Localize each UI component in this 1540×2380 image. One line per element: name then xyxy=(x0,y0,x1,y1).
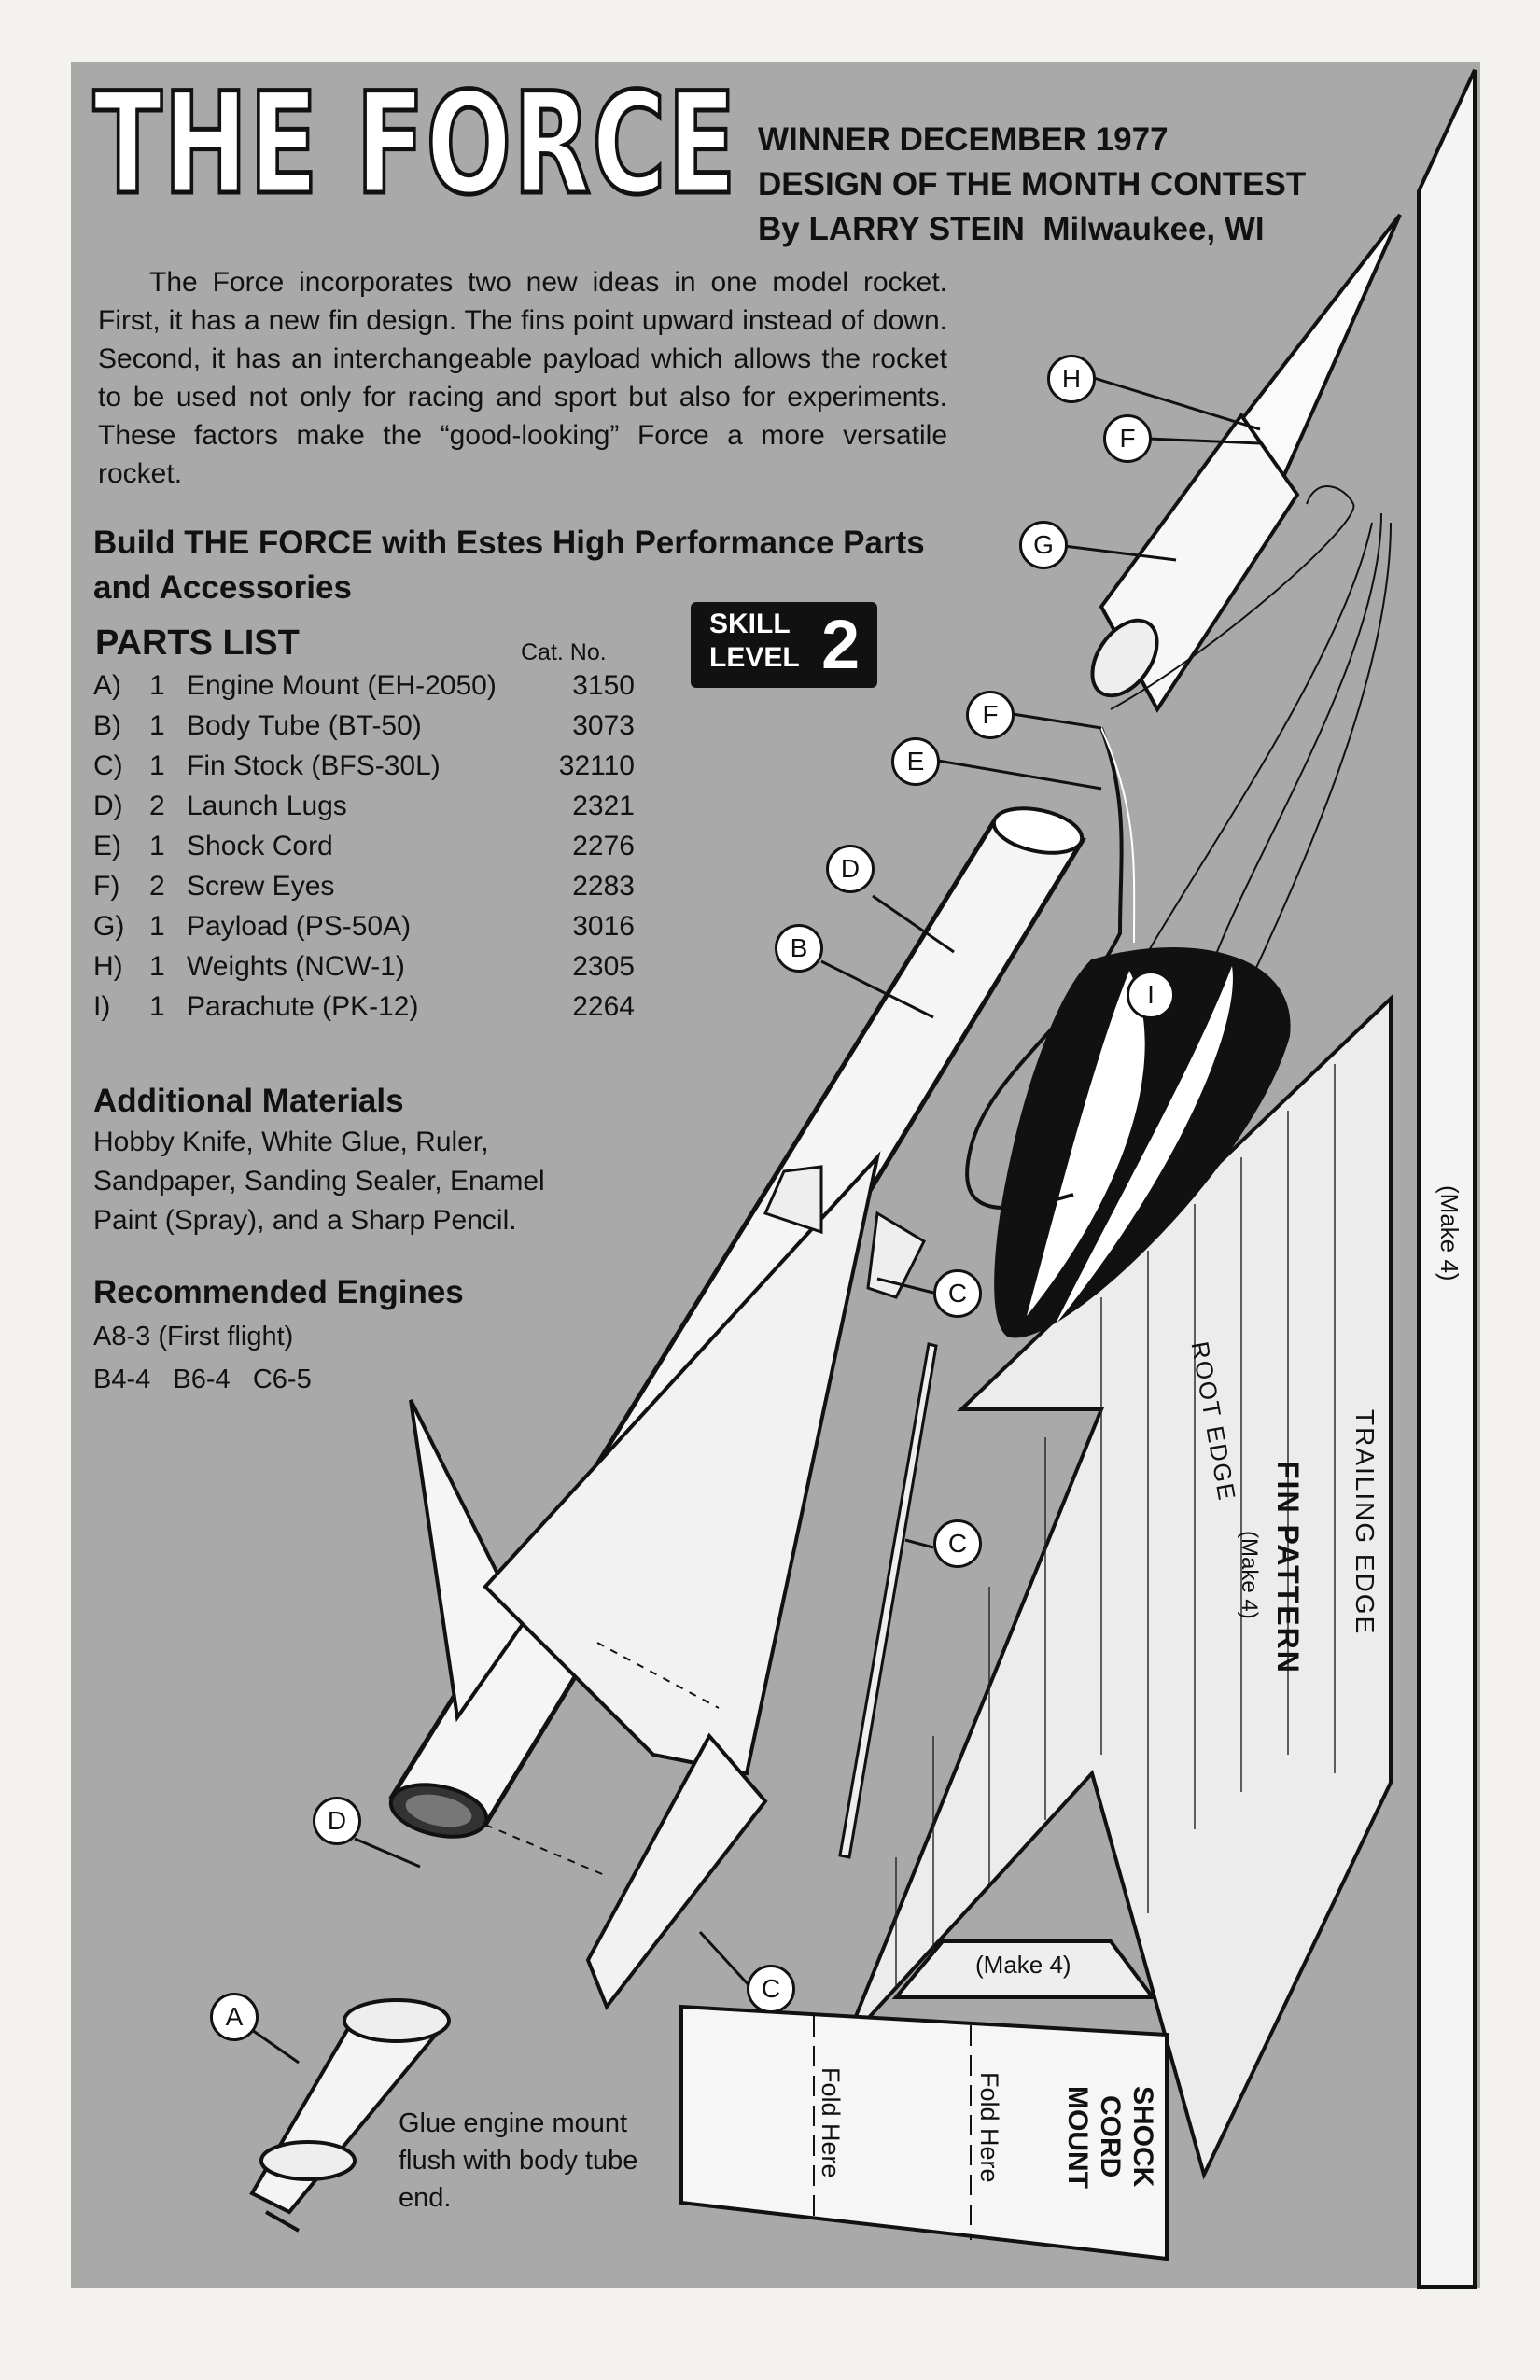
parts-list-row: D) 2 Launch Lugs 2321 xyxy=(93,791,635,830)
engine-mount-drawing xyxy=(249,1998,451,2233)
part-quantity: 1 xyxy=(149,831,165,861)
part-name: Body Tube (BT-50) xyxy=(187,710,422,741)
callout-d-lower: D xyxy=(313,1797,361,1845)
part-letter: H) xyxy=(93,951,123,982)
payload-section-drawing xyxy=(1090,213,1402,713)
part-name: Parachute (PK-12) xyxy=(187,991,419,1022)
part-letter: A) xyxy=(93,670,121,701)
skill-level-number: 2 xyxy=(821,606,861,683)
contest-line-1: WINNER DECEMBER 1977 xyxy=(758,121,1169,158)
part-quantity: 1 xyxy=(149,710,165,741)
intro-paragraph: The Force incorporates two new ideas in … xyxy=(98,267,947,489)
part-quantity: 1 xyxy=(149,670,165,701)
part-cat-no: 2264 xyxy=(572,991,635,1022)
part-cat-no: 2321 xyxy=(572,791,635,821)
part-name: Launch Lugs xyxy=(187,791,347,821)
shock-cord-mount-title-1: SHOCK xyxy=(1127,2086,1158,2188)
body-tube-drawing xyxy=(388,806,1086,2010)
callout-c-middle: C xyxy=(933,1519,982,1568)
part-quantity: 1 xyxy=(149,750,165,781)
fold-here-left: Fold Here xyxy=(817,2067,845,2178)
strip-make-4-label: (Make 4) xyxy=(1435,1185,1463,1281)
part-letter: E) xyxy=(93,831,121,861)
shock-cord-mount-title-3: MOUNT xyxy=(1062,2086,1093,2189)
additional-materials-title: Additional Materials xyxy=(93,1083,404,1119)
author: By LARRY STEIN xyxy=(758,211,1025,247)
engine-line-1: A8-3 (First flight) xyxy=(93,1322,294,1351)
shock-cord-mount-pattern xyxy=(679,2004,1169,2261)
trailing-edge-label: TRAILING EDGE xyxy=(1351,1409,1379,1636)
additional-materials-text: Hobby Knife, White Glue, Ruler, Sandpape… xyxy=(93,1127,545,1236)
callout-h: H xyxy=(1047,355,1096,403)
parts-list-row: C) 1 Fin Stock (BFS-30L) 32110 xyxy=(93,750,635,790)
contest-line-2: DESIGN OF THE MONTH CONTEST xyxy=(758,166,1307,203)
part-cat-no: 3150 xyxy=(572,670,635,701)
part-cat-no: 32110 xyxy=(558,750,635,781)
part-letter: B) xyxy=(93,710,121,741)
part-letter: I) xyxy=(93,991,111,1022)
callout-i: I xyxy=(1127,971,1175,1019)
callout-f-top: F xyxy=(1103,414,1152,463)
parachute-drawing xyxy=(965,485,1392,1338)
part-name: Screw Eyes xyxy=(187,871,335,902)
parts-list-row: I) 1 Parachute (PK-12) 2264 xyxy=(93,991,635,1030)
callout-b: B xyxy=(775,924,823,973)
part-quantity: 1 xyxy=(149,911,165,942)
part-name: Engine Mount (EH-2050) xyxy=(187,670,497,701)
callout-d-top: D xyxy=(826,845,875,893)
fin-pattern-make-4: (Make 4) xyxy=(1237,1531,1262,1619)
part-cat-no: 2276 xyxy=(572,831,635,861)
part-quantity: 2 xyxy=(149,871,165,902)
cat-no-header: Cat. No. xyxy=(521,639,607,665)
author-location: Milwaukee, WI xyxy=(1043,211,1265,247)
glue-note: Glue engine mount flush with body tube e… xyxy=(399,2108,638,2213)
part-name: Shock Cord xyxy=(187,831,333,861)
part-name: Payload (PS-50A) xyxy=(187,911,412,942)
part-quantity: 1 xyxy=(149,991,165,1022)
part-cat-no: 3016 xyxy=(572,911,635,942)
part-quantity: 2 xyxy=(149,791,165,821)
callout-c-lower: C xyxy=(747,1965,795,2013)
fold-here-right: Fold Here xyxy=(975,2072,1003,2183)
fin-pattern-title: FIN PATTERN xyxy=(1271,1461,1305,1674)
parts-list-row: A) 1 Engine Mount (EH-2050) 3150 xyxy=(93,670,635,709)
callout-c-upper: C xyxy=(933,1269,982,1318)
parts-list-row: H) 1 Weights (NCW-1) 2305 xyxy=(93,951,635,990)
part-letter: G) xyxy=(93,911,125,942)
engine-line-2: B4-4 B6-4 C6-5 xyxy=(93,1365,312,1394)
small-pattern-make-4: (Make 4) xyxy=(975,1951,1071,1980)
part-letter: D) xyxy=(93,791,123,821)
parts-list-row: G) 1 Payload (PS-50A) 3016 xyxy=(93,911,635,950)
parts-list-row: F) 2 Screw Eyes 2283 xyxy=(93,871,635,910)
callout-g: G xyxy=(1019,521,1068,569)
parts-list-title: PARTS LIST xyxy=(95,623,300,663)
parts-list-row: B) 1 Body Tube (BT-50) 3073 xyxy=(93,710,635,749)
part-cat-no: 3073 xyxy=(572,710,635,741)
part-cat-no: 2305 xyxy=(572,951,635,982)
long-strip-pattern xyxy=(1417,69,1477,2289)
part-cat-no: 2283 xyxy=(572,871,635,902)
part-name: Weights (NCW-1) xyxy=(187,951,405,982)
fin-pattern-outline xyxy=(843,994,1393,2180)
recommended-engines-title: Recommended Engines xyxy=(93,1274,464,1310)
shock-cord-mount-title-2: CORD xyxy=(1095,2095,1126,2178)
callout-f-mid: F xyxy=(966,691,1015,739)
part-letter: F) xyxy=(93,871,120,902)
byline: By LARRY STEIN Milwaukee, WI xyxy=(758,209,1265,250)
callout-a: A xyxy=(210,1993,259,2041)
callout-e: E xyxy=(891,737,940,786)
callout-leader-lines xyxy=(251,376,1261,2065)
build-heading: Build THE FORCE with Estes High Performa… xyxy=(93,525,925,606)
part-quantity: 1 xyxy=(149,951,165,982)
part-name: Fin Stock (BFS-30L) xyxy=(187,750,441,781)
page-title: THE FORCE xyxy=(91,63,738,226)
part-letter: C) xyxy=(93,750,123,781)
parts-list-row: E) 1 Shock Cord 2276 xyxy=(93,831,635,870)
